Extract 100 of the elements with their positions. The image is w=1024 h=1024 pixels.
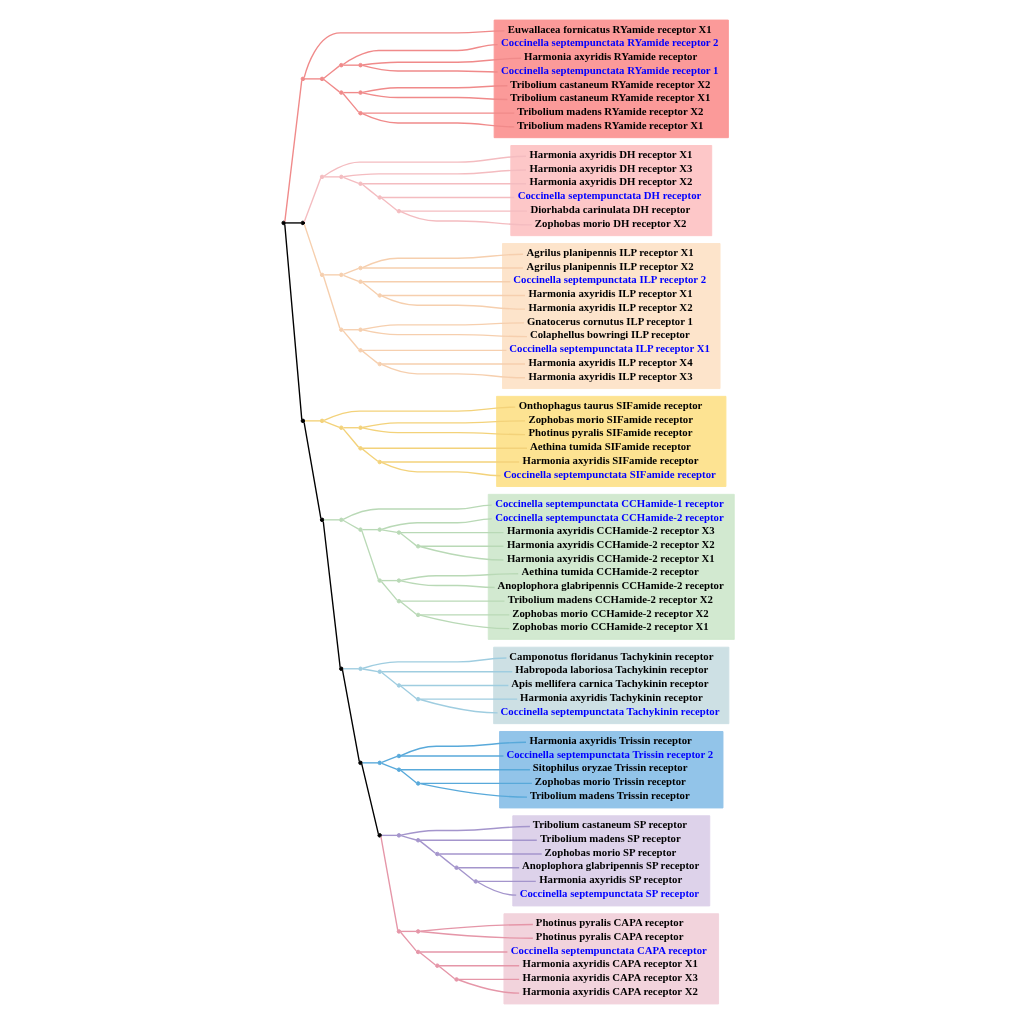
cluster [502, 243, 721, 389]
node-point [319, 418, 325, 424]
connector [381, 755, 398, 764]
node-text: Anoplophora glabripennis CCHamide-2 receptor [497, 579, 724, 592]
connector [361, 657, 508, 670]
connector [342, 504, 493, 521]
node-point [454, 865, 459, 870]
connector [361, 448, 379, 462]
connector [284, 223, 303, 421]
connector [399, 769, 417, 784]
node-text: Zophobas morio SP receptor [544, 845, 677, 858]
connector [380, 461, 502, 477]
node-text: Harmonia axyridis ILP receptor X2 [528, 300, 693, 313]
node-text: Harmonia axyridis DH receptor X3 [529, 161, 693, 174]
node-text: Agrilus planipennis ILP receptor X1 [526, 246, 694, 259]
connector [400, 769, 531, 771]
connector [380, 197, 398, 212]
node-text: Zophobas morio CCHamide-2 receptor X2 [512, 606, 709, 619]
connector [400, 755, 505, 757]
node-point [319, 517, 325, 523]
node-point [358, 265, 363, 271]
connector [323, 78, 341, 93]
connector [438, 853, 456, 868]
node-text: Tribolium castaneum RYamide receptor X1 [510, 91, 711, 104]
node-text: Harmonia axyridis DH receptor X1 [529, 148, 693, 161]
node-text: Tribolium castaneum SP receptor [532, 818, 688, 831]
node-text: Coccinella septempunctata SP receptor [519, 886, 700, 899]
connector [419, 783, 528, 798]
node-point [396, 767, 402, 772]
node-text: Diorhabda carinulata DH receptor [530, 202, 691, 215]
node-point [473, 879, 478, 884]
connector [361, 349, 508, 351]
connector [419, 614, 511, 630]
connector [380, 363, 526, 365]
connector [419, 930, 534, 939]
connector [361, 183, 379, 198]
connector [399, 685, 417, 700]
connector [284, 79, 303, 222]
connector [419, 839, 538, 841]
node-point [300, 76, 306, 82]
node-text: Camponotus floridanus Tachykinin receptor [509, 649, 714, 662]
node-point [454, 977, 459, 982]
connector [380, 671, 398, 686]
connector [457, 978, 520, 981]
connector [380, 671, 513, 673]
node-point [396, 683, 402, 688]
cluster [496, 395, 727, 487]
connector [285, 222, 302, 224]
connector [361, 762, 379, 764]
node-point [339, 425, 344, 430]
connector [400, 741, 527, 757]
node-point [377, 459, 382, 465]
node-text: Coccinella septempunctata RYamide receptor 1 [501, 63, 719, 76]
node-point [358, 527, 363, 532]
node-text: Aethina tumida SIFamide receptor [529, 440, 691, 453]
node-point [377, 527, 382, 532]
connector [361, 322, 525, 331]
connector [304, 78, 321, 80]
node-point [415, 781, 421, 786]
connector [361, 329, 528, 338]
connector [323, 176, 341, 178]
node-text: Coccinella septempunctata Tachykinin receptor [500, 704, 720, 717]
cluster [493, 19, 729, 139]
connector [380, 295, 526, 310]
node-text: Tribolium madens RYamide receptor X1 [517, 118, 704, 131]
connector [438, 965, 520, 967]
node-point [358, 327, 363, 332]
connector [419, 951, 437, 966]
node-text: Harmonia axyridis DH receptor X2 [529, 175, 693, 188]
connector [380, 461, 520, 463]
node-text: Aethina tumida CCHamide-2 receptor [521, 565, 699, 578]
cluster [512, 815, 711, 907]
connector [323, 406, 516, 422]
connector [400, 210, 533, 226]
connector [323, 155, 527, 177]
connector [400, 835, 417, 841]
connector [400, 684, 510, 687]
connector [400, 825, 531, 836]
node-text: Coccinella septempunctata DH receptor [517, 189, 702, 202]
node-text: Coccinella septempunctata RYamide receptor 2 [501, 36, 719, 49]
node-point [377, 760, 382, 766]
node-point [415, 696, 421, 702]
node-text: Harmonia axyridis Trissin receptor [529, 734, 692, 747]
node-point [339, 174, 344, 180]
connector [361, 668, 379, 673]
node-text: Apis mellifera carnica Tachykinin receptor [511, 677, 709, 690]
node-text: Harmonia axyridis CAPA receptor X2 [522, 984, 698, 997]
connector [323, 420, 341, 429]
node-point [435, 963, 440, 968]
node-text: Photinus pyralis SIFamide receptor [528, 426, 693, 439]
connector [381, 529, 398, 534]
connector [361, 350, 379, 365]
connector [361, 447, 528, 449]
node-text: Harmonia axyridis Tachykinin receptor [520, 690, 703, 703]
node-text: Coccinella septempunctata CAPA receptor [510, 943, 707, 956]
node-point [339, 90, 344, 95]
connector [342, 519, 360, 530]
node-text: Sitophilus oryzae Trissin receptor [532, 761, 688, 774]
node-point [396, 753, 402, 759]
node-point [396, 208, 402, 214]
